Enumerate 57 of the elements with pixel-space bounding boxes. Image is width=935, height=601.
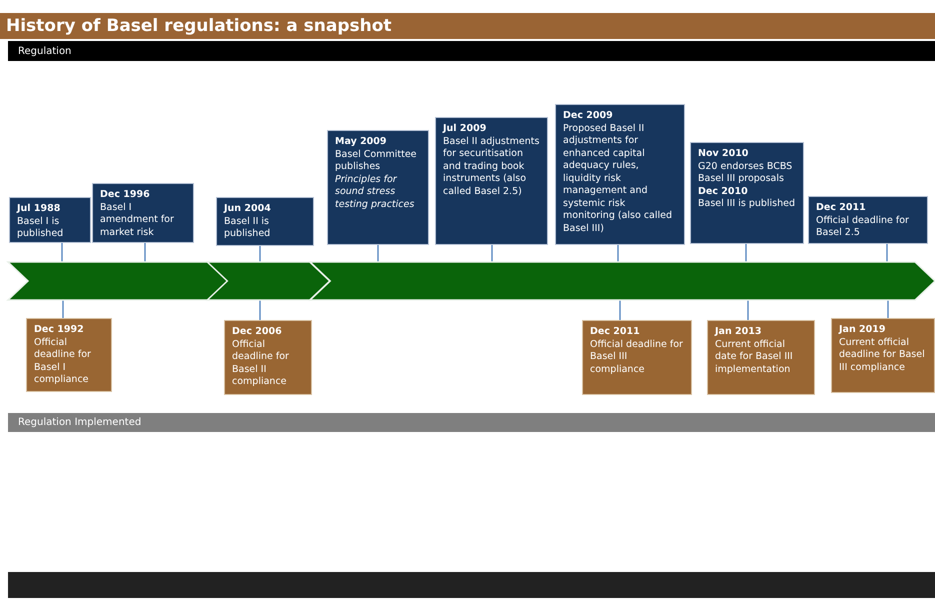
event-date: Dec 2011 — [590, 326, 641, 338]
event-date: May 2009 — [335, 136, 388, 148]
event-date: Jul 1988 — [17, 203, 62, 216]
leader-line — [887, 300, 889, 318]
event-date: Dec 1992 — [34, 324, 85, 336]
leader-line — [62, 300, 64, 318]
regulation-event-box — [690, 142, 804, 244]
event-description: Official deadline for Basel 2.5 — [816, 214, 910, 240]
event-date: Jan 2019 — [839, 324, 886, 336]
leader-line — [745, 244, 747, 262]
event-description: Official deadline for Basel II compliance — [232, 338, 290, 388]
implementation-deadline-box — [224, 320, 312, 395]
event-date: Jan 2013 — [715, 326, 762, 338]
regulation-event-box — [327, 130, 429, 245]
leader-line — [619, 300, 621, 320]
leader-line — [886, 244, 888, 262]
event-description: Official deadline for Basel III compliance — [590, 338, 684, 376]
regulation-event-box — [216, 197, 314, 246]
event-description: Basel Committee publishes Principles for sound stress testing practices — [335, 148, 418, 211]
implementation-deadline-box — [26, 318, 112, 392]
section-header-bar: Regulation Implemented — [8, 413, 935, 432]
leader-line — [144, 243, 146, 262]
event-description: Basel I amendment for market risk — [100, 202, 175, 239]
event-date: Dec 2009 — [563, 110, 614, 122]
leader-line — [259, 300, 261, 320]
event-description: G20 endorses BCBS Basel III proposals — [698, 160, 794, 186]
event-description: Current official date for Basel III implementation — [715, 338, 794, 376]
event-date: Jun 2004 — [224, 203, 272, 216]
regulation-event-box — [808, 196, 928, 244]
event-date: Dec 2010 — [698, 186, 749, 198]
event-date: Dec 2011 — [816, 202, 867, 214]
regulation-event-box — [555, 104, 685, 245]
regulation-event-box — [435, 117, 548, 245]
event-description: Basel III is published — [698, 198, 796, 210]
event-date: Dec 1996 — [100, 189, 151, 202]
leader-line — [747, 300, 749, 320]
event-description: Current official deadline for Basel III compliance — [839, 336, 926, 374]
leader-line — [259, 246, 261, 262]
event-description: Official deadline for Basel I compliance — [34, 336, 92, 386]
event-date: Dec 2006 — [232, 326, 283, 338]
implementation-deadline-box — [707, 320, 815, 395]
regulation-event-box — [9, 197, 91, 243]
leader-line — [491, 245, 493, 262]
event-description: Basel II is published — [224, 216, 272, 240]
event-date: Nov 2010 — [698, 148, 750, 160]
implementation-deadline-box — [831, 318, 935, 393]
section-header-bar: Regulation — [8, 41, 935, 61]
leader-line — [617, 245, 619, 262]
regulation-event-box — [92, 183, 194, 243]
event-description: Basel II adjustments for securitisation and trading book instruments (also called Basel 2.5) — [443, 136, 540, 198]
page-title: History of Basel regulations: a snapshot — [0, 13, 935, 39]
event-date: Jul 2009 — [443, 123, 488, 136]
implementation-deadline-box — [582, 320, 692, 395]
event-description: Basel I is published — [17, 216, 64, 240]
leader-line — [61, 243, 63, 262]
leader-line — [377, 245, 379, 262]
event-description: Proposed Basel II adjustments for enhanced capital adequacy rules, liquidity risk management and systemic risk monitoring (also called Basel III) — [563, 122, 674, 235]
